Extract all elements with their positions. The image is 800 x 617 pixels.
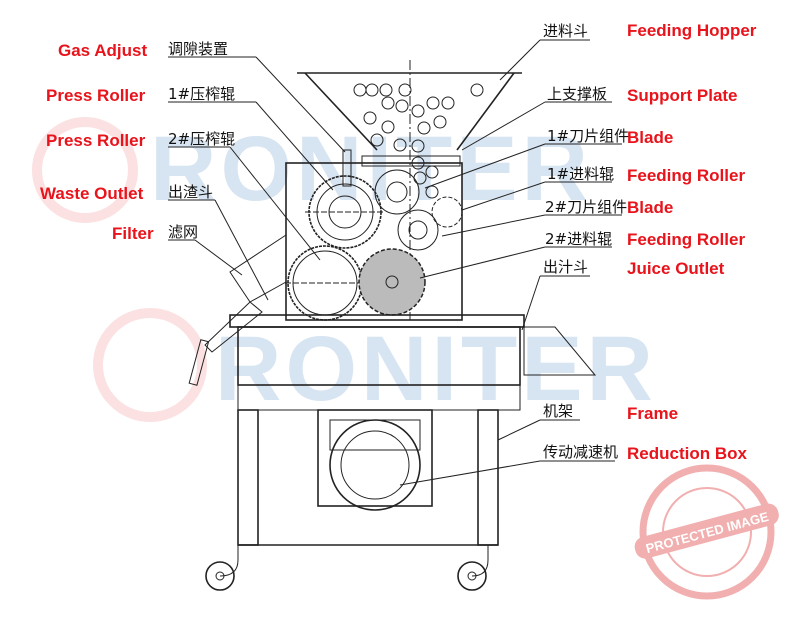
waste-outlet-chute — [188, 234, 287, 386]
label-feeding-roller-1-cn: 1#进料辊 — [547, 165, 614, 183]
label-press-roller-2-cn: 2#压榨辊 — [168, 130, 235, 148]
label-feeding-roller-2: Feeding Roller — [627, 230, 745, 249]
label-support-plate-cn: 上支撑板 — [547, 85, 607, 103]
label-juice-outlet-cn: 出汁斗 — [543, 258, 588, 276]
watermark-text-top: RONITER — [150, 118, 592, 220]
left-labels: Gas Adjust 调隙装置 Press Roller 1#压榨辊 Press… — [40, 40, 235, 243]
frame — [205, 314, 597, 591]
protected-image-stamp: PROTECTED IMAGE — [634, 464, 779, 600]
reduction-box — [317, 409, 433, 507]
label-feeding-roller-2-cn: 2#进料辊 — [545, 230, 612, 248]
gas-adjust-bolt — [342, 149, 352, 187]
label-reduction-box-cn: 传动减速机 — [543, 443, 618, 461]
label-gas-adjust-cn: 调隙装置 — [168, 40, 228, 58]
watermark-text-bottom: RONITER — [215, 318, 657, 420]
label-filter-cn: 滤网 — [168, 223, 198, 241]
label-filter: Filter — [112, 224, 154, 243]
label-feeding-hopper: Feeding Hopper — [627, 21, 757, 40]
label-blade-2: Blade — [627, 198, 673, 217]
caster-wheel-right — [457, 545, 489, 591]
label-support-plate: Support Plate — [627, 86, 738, 105]
label-blade-1: Blade — [627, 128, 673, 147]
label-waste-outlet-cn: 出渣斗 — [168, 183, 213, 201]
label-waste-outlet: Waste Outlet — [40, 184, 144, 203]
label-juice-outlet: Juice Outlet — [627, 259, 725, 278]
label-frame: Frame — [627, 404, 678, 423]
label-press-roller-1-cn: 1#压榨辊 — [168, 85, 235, 103]
label-gas-adjust: Gas Adjust — [58, 41, 147, 60]
leader-lines — [168, 39, 622, 486]
brand-watermark: RONITER RONITER — [32, 117, 657, 422]
label-blade-2-cn: 2#刀片组件 — [545, 198, 627, 216]
label-blade-1-cn: 1#刀片组件 — [547, 127, 629, 145]
label-feeding-hopper-cn: 进料斗 — [543, 22, 588, 40]
label-press-roller-1: Press Roller — [46, 86, 146, 105]
label-press-roller-2: Press Roller — [46, 131, 146, 150]
caster-wheel-left — [205, 545, 239, 591]
label-reduction-box: Reduction Box — [627, 444, 747, 463]
right-labels: 进料斗 Feeding Hopper 上支撑板 Support Plate 1#… — [543, 21, 757, 463]
label-frame-cn: 机架 — [543, 402, 573, 420]
label-feeding-roller-1: Feeding Roller — [627, 166, 745, 185]
